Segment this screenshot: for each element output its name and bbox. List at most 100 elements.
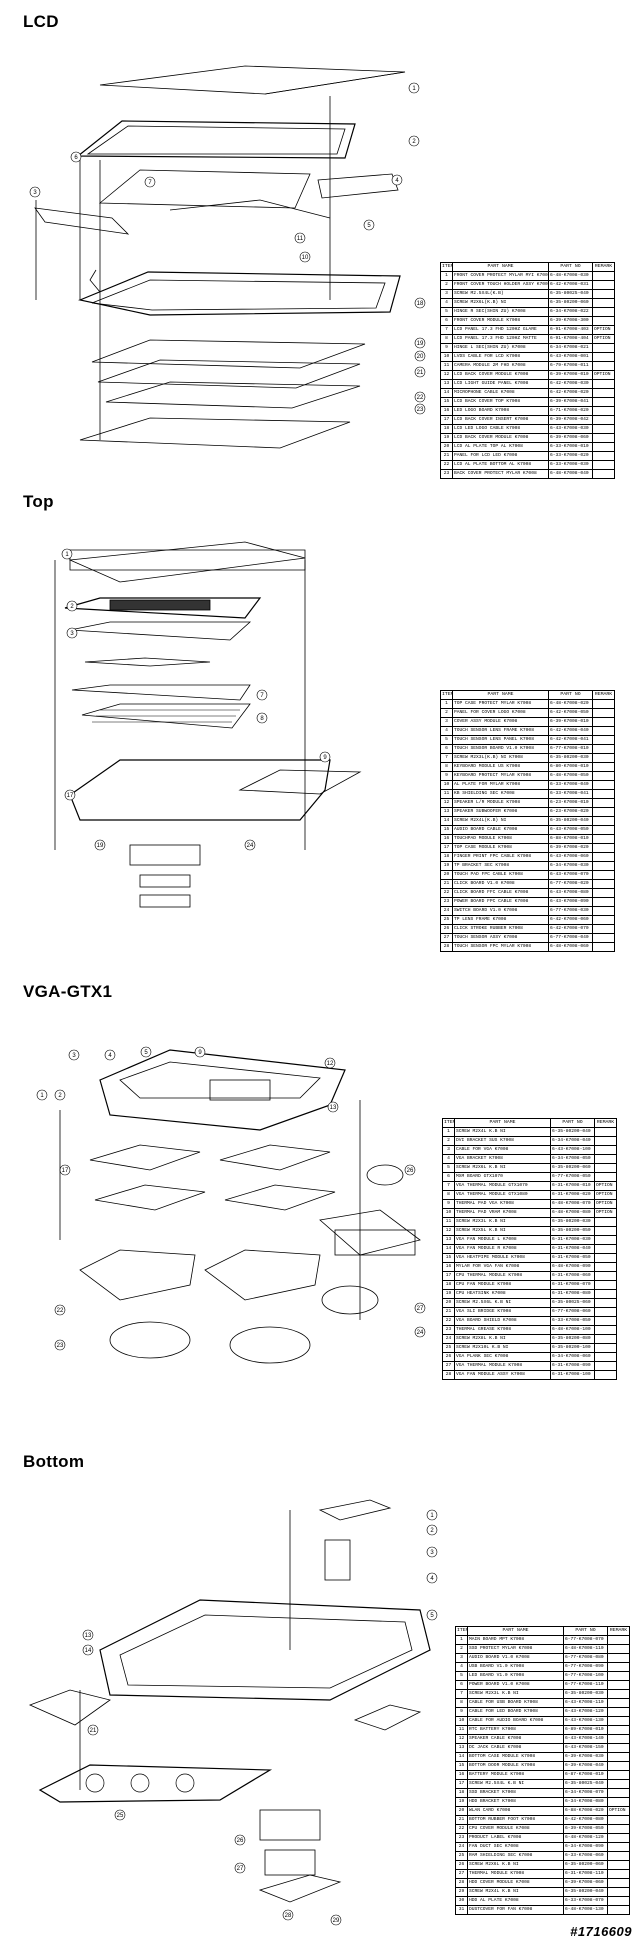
header-part-name: PART NAME [452,690,549,700]
part-no-cell: 6-39-K7008-020 [548,843,593,853]
part-name-cell: SSD PROTECT MYLAR K7008 [467,1644,564,1654]
header-item: ITEM [440,262,453,272]
item-cell: 25 [440,915,453,925]
remark-cell [594,1325,617,1335]
part-no-cell: 6-71-K7008-020 [548,406,593,416]
part-no-cell: 6-48-K7008-060 [548,942,593,952]
remark-cell [594,1316,617,1326]
svg-text:9: 9 [323,755,327,761]
part-name-cell: CABLE FOR USB BOARD K7008 [467,1698,564,1708]
svg-text:25: 25 [117,1813,124,1819]
remark-cell [592,861,615,871]
item-cell: 22 [440,460,453,470]
part-no-cell: 6-48-K7008-110 [563,1644,608,1654]
remark-cell [592,717,615,727]
remark-cell [607,1842,630,1852]
svg-text:5: 5 [144,1050,148,1056]
part-name-cell: VGA SLI BRIDGE K7008 [454,1307,551,1317]
part-no-cell: 6-43-K7008-130 [563,1716,608,1726]
remark-cell [594,1271,617,1281]
part-name-cell: FRONT COVER TOUCH HOLDER ASSY K7008 [452,280,549,290]
header-remark: REMARK [594,1118,617,1128]
remark-cell [594,1235,617,1245]
remark-cell [592,424,615,434]
part-no-cell: 6-35-80025-040 [563,1779,608,1789]
part-no-cell: 6-48-K7008-120 [563,1833,608,1843]
remark-cell [592,798,615,808]
part-no-cell: 6-43-K7008-030 [548,424,593,434]
part-name-cell: CABLE FOR AUDIO BOARD K7008 [467,1716,564,1726]
item-cell: 28 [440,942,453,952]
part-no-cell: 6-35-80200-060 [550,1163,595,1173]
part-no-cell: 6-42-K7008-070 [548,924,593,934]
section-title-bottom: Bottom [23,1452,85,1471]
item-cell: 25 [442,1343,455,1353]
remark-cell [592,352,615,362]
item-cell: 18 [455,1788,468,1798]
remark-cell [607,1824,630,1834]
item-cell: 16 [455,1770,468,1780]
remark-cell [594,1307,617,1317]
part-no-cell: 6-35-80200-040 [563,1887,608,1897]
part-name-cell: HDD COVER MODULE K7008 [467,1878,564,1888]
item-cell: 4 [440,726,453,736]
remark-cell [592,942,615,952]
part-name-cell: POWER BOARD FPC CABLE K7008 [452,897,549,907]
header-part-no: PART NO [548,690,593,700]
remark-cell [592,726,615,736]
svg-text:22: 22 [57,1308,64,1314]
item-cell: 22 [442,1316,455,1326]
item-cell: 9 [440,343,453,353]
item-cell: 24 [455,1842,468,1852]
item-cell: 21 [442,1307,455,1317]
part-no-cell: 6-43-K7008-110 [563,1698,608,1708]
part-name-cell: WLAN CARD K7008 [467,1806,564,1816]
remark-cell [594,1226,617,1236]
item-cell: 30 [455,1896,468,1906]
remark-cell [607,1698,630,1708]
part-name-cell: DC JACK CABLE K7008 [467,1743,564,1753]
part-no-cell: 6-34-K7008-080 [563,1797,608,1807]
part-no-cell: 6-33-K7008-010 [548,442,593,452]
svg-text:22: 22 [417,395,424,401]
part-no-cell: 6-39-K7008-030 [563,1752,608,1762]
remark-cell [607,1770,630,1780]
table-header-row: ITEM PART NAME PART NO REMARK [455,1626,630,1636]
part-name-cell: TOUCH SENSOR LENS PANEL K7008 [452,735,549,745]
remark-cell [594,1217,617,1227]
remark-cell [592,708,615,718]
part-name-cell: CPU COVER MODULE K7008 [467,1824,564,1834]
part-name-cell: BACK COVER PROTECT MYLAR K7008 [452,469,549,479]
part-no-cell: 6-48-K7008-070 [550,1199,595,1209]
item-cell: 22 [455,1824,468,1834]
remark-cell [607,1653,630,1663]
item-cell: 23 [440,469,453,479]
part-name-cell: LVDS CABLE FOR LCD K7008 [452,352,549,362]
item-cell: 9 [442,1199,455,1209]
svg-text:4: 4 [430,1576,434,1582]
svg-text:7: 7 [260,693,264,699]
remark-cell: OPTION [592,334,615,344]
